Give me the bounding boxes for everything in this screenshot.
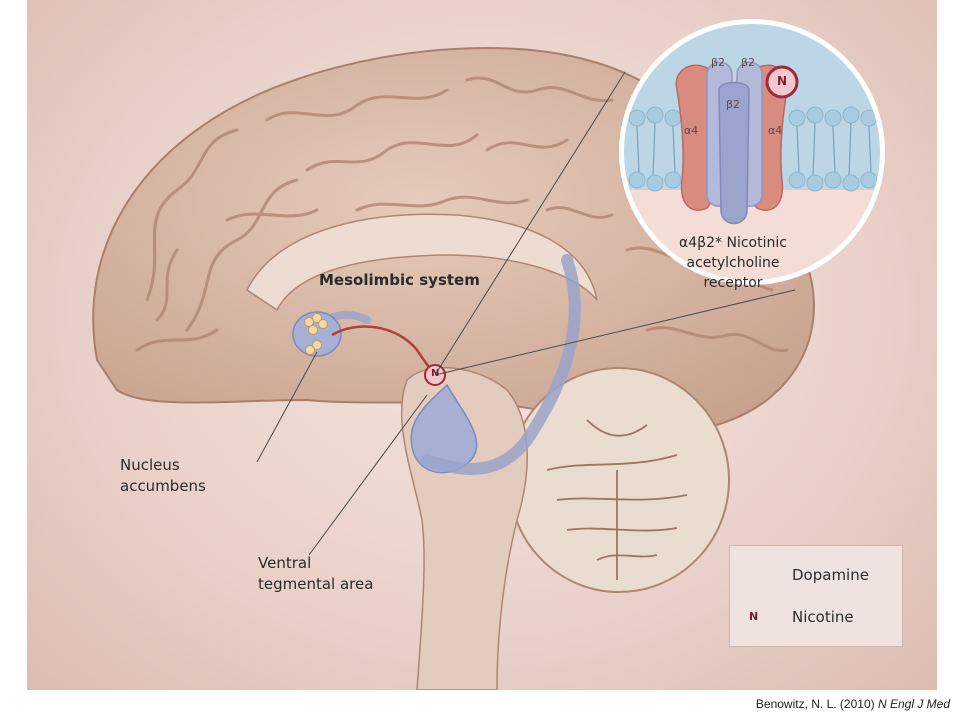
arbor-vitae [546, 419, 688, 580]
corpus-callosum [246, 213, 598, 312]
vta-label: Ventral tegmental area [258, 553, 373, 595]
nucleus-label-line1: Nucleus [120, 456, 180, 474]
subunit-beta2-center: β2 [726, 98, 741, 111]
dopamine-cluster [304, 313, 328, 355]
legend-nicotine: N Nicotine [744, 604, 894, 632]
receptor-label: α4β2* Nicotinic acetylcholine receptor [653, 233, 813, 293]
receptor-label-line2: acetylcholine [686, 255, 780, 271]
legend: Dopamine N Nicotine [729, 545, 903, 647]
pointer-lines [256, 71, 796, 556]
receptor-magnification [619, 19, 885, 285]
subunit-alpha4-left: α4 [684, 124, 699, 137]
vta-label-line2: tegmental area [258, 575, 374, 593]
legend-dopamine-label: Dopamine [792, 566, 869, 584]
cerebellum [508, 367, 730, 593]
nucleus-label-line2: accumbens [120, 477, 206, 495]
caption-journal: N Engl J Med [877, 697, 950, 711]
receptor-label-line1: α4β2* Nicotinic [679, 235, 787, 251]
brain-diagram: Mesolimbic system Nucleus accumbens Vent… [27, 0, 937, 690]
mesolimbic-pathway [410, 383, 478, 474]
mesolimbic-system-label: Mesolimbic system [319, 271, 480, 289]
subunit-alpha4-right: α4 [768, 124, 783, 137]
legend-nicotine-symbol: N [749, 610, 759, 623]
nucleus-accumbens-label: Nucleus accumbens [120, 455, 206, 497]
vta-label-line1: Ventral [258, 554, 312, 572]
subunit-beta2-top-right: β2 [741, 56, 756, 69]
legend-dopamine: Dopamine [744, 562, 894, 590]
brain-illustration [92, 19, 885, 690]
caption-author: Benowitz, N. L. (2010) [755, 697, 875, 711]
receptor-label-line3: receptor [703, 275, 763, 291]
vta-nicotine-symbol: N [431, 368, 440, 379]
legend-nicotine-label: Nicotine [792, 608, 854, 626]
subunit-beta2-top-left: β2 [711, 56, 726, 69]
receptor-nicotine-symbol: N [777, 74, 788, 88]
citation-caption: Benowitz, N. L. (2010) N Engl J Med [756, 697, 950, 711]
